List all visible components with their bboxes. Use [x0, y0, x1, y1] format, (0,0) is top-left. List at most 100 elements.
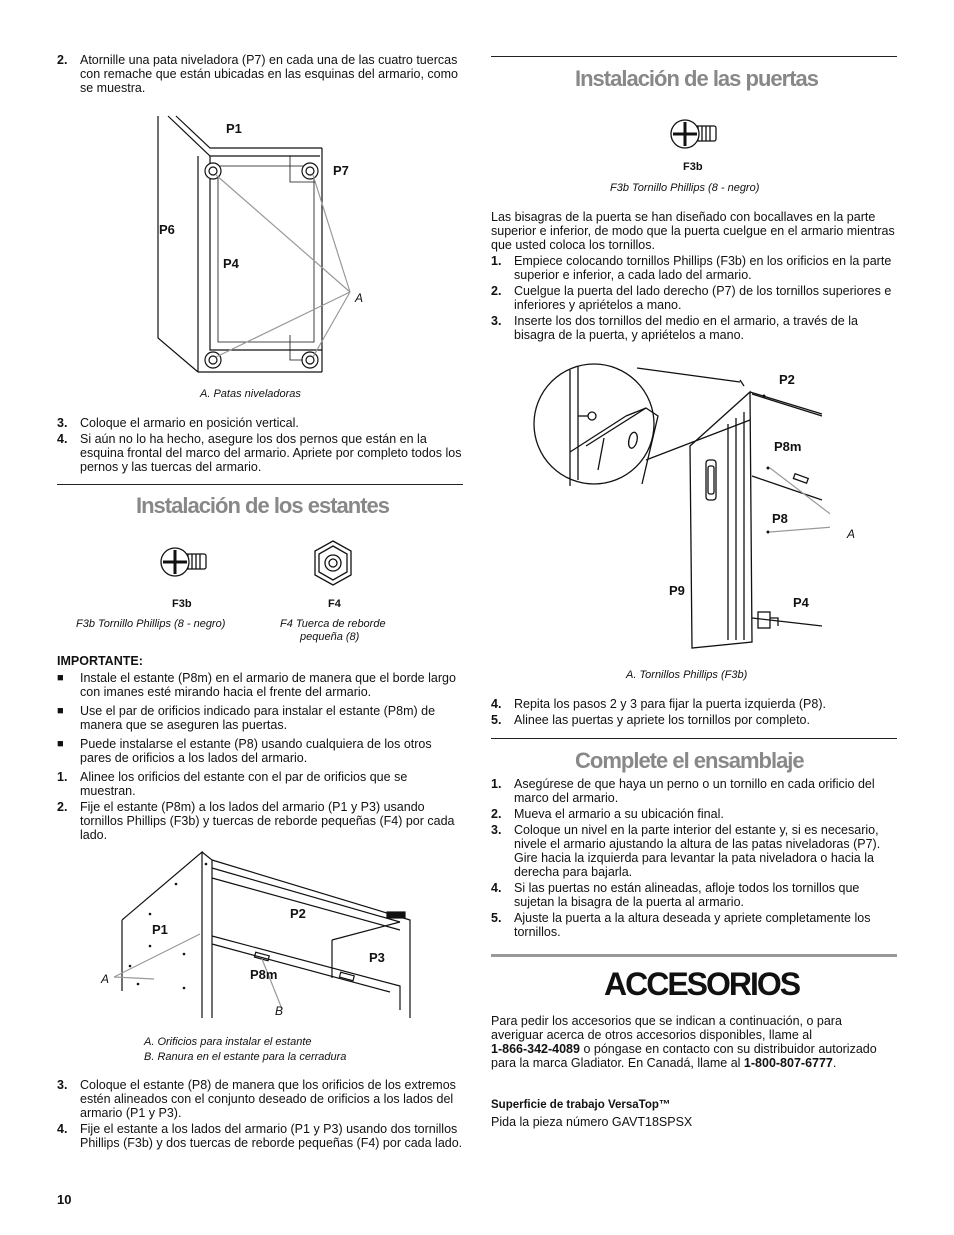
step-number: 2.	[57, 53, 68, 67]
divider-complete	[491, 738, 897, 739]
fig2-label-p2: P2	[290, 906, 306, 921]
screw-icon	[160, 547, 207, 577]
step-item: 2. Fije el estante (P8m) a los lados del …	[57, 800, 463, 842]
phone-canada: 1-800-807-6777	[743, 1056, 833, 1070]
step-text: Alinee los orificios del estante con el …	[80, 770, 408, 798]
accessories-text-end: .	[832, 1056, 837, 1070]
heading-shelves: Instalación de los estantes	[136, 493, 390, 518]
step-number: 3.	[57, 416, 68, 430]
door-part-label: F3b	[683, 161, 703, 173]
fig1-label-p4: P4	[223, 256, 239, 271]
fig2-label-p3: P3	[369, 950, 385, 965]
fig3-label-p4: P4	[793, 595, 809, 610]
bullet-text: Puede instalarse el estante (P8) usando …	[80, 737, 432, 765]
divider-doors	[491, 56, 897, 57]
accessories-text: Para pedir los accesorios que se indican…	[491, 1014, 897, 1070]
phone-us: 1-866-342-4089	[491, 1042, 580, 1056]
step-text: Cuelgue la puerta del lado derecho (P7) …	[514, 284, 892, 312]
bullet-square-icon: ■	[57, 738, 64, 750]
fig1-label-p6: P6	[159, 222, 175, 237]
important-block: IMPORTANTE: ■ Instale el estante (P8m) en…	[57, 654, 463, 844]
fig2-label-p8m: P8m	[250, 967, 278, 982]
doors-intro: Las bisagras de la puerta se han diseñad…	[491, 210, 895, 252]
step-text: Inserte los dos tornillos del medio en e…	[514, 314, 858, 342]
step-number: 4.	[57, 1122, 68, 1136]
part-f4-caption-2: pequeña (8)	[300, 631, 360, 643]
accessories-text-1: Para pedir los accesorios que se indican…	[491, 1014, 842, 1042]
heading-complete: Complete el ensamblaje	[575, 748, 805, 773]
fig3-label-p9: P9	[669, 583, 685, 598]
door-part-caption: F3b Tornillo Phillips (8 - negro)	[610, 182, 760, 194]
complete-steps: 1.Asegúrese de que haya un perno o un to…	[491, 777, 897, 941]
step-number: 3.	[491, 314, 502, 328]
page-number: 10	[57, 1192, 72, 1207]
left-intro-steps: 2. Atornille una pata niveladora (P7) en …	[57, 53, 463, 97]
bullet-item: ■ Use el par de orificios indicado para i…	[57, 704, 463, 732]
fig1-caption: A. Patas niveladoras	[200, 388, 301, 400]
step-text: Repita los pasos 2 y 3 para fijar la pue…	[514, 697, 826, 711]
part-f4-caption-1: F4 Tuerca de reborde	[280, 618, 386, 630]
step-number: 2.	[491, 807, 502, 821]
door-steps-2: 4. Repita los pasos 2 y 3 para fijar la p…	[491, 697, 897, 729]
step-number: 2.	[57, 800, 68, 814]
important-label: IMPORTANTE:	[57, 654, 143, 668]
bullet-text: Instale el estante (P8m) en el armario d…	[80, 671, 456, 699]
bullet-square-icon: ■	[57, 672, 64, 684]
step-text: Atornille una pata niveladora (P7) en ca…	[80, 53, 458, 95]
fig2-label-p1: P1	[152, 922, 168, 937]
screw-icon	[670, 119, 717, 149]
fig3-label-p8: P8	[772, 511, 788, 526]
step-text: Coloque el estante (P8) de manera que lo…	[80, 1078, 456, 1120]
step-number: 1.	[491, 254, 502, 268]
step-text: Asegúrese de que haya un perno o un torn…	[514, 777, 875, 805]
heading-doors: Instalación de las puertas	[575, 66, 819, 91]
step-item: 4. Repita los pasos 2 y 3 para fijar la p…	[491, 697, 897, 711]
fig1-label-a: A	[355, 291, 364, 305]
step-text: Coloque el armario en posición vertical.	[80, 416, 299, 430]
fig2-caption-a: A. Orificios para instalar el estante	[144, 1036, 312, 1048]
step-item: 4. Fije el estante a los lados del armari…	[57, 1122, 463, 1150]
step-text: Fije el estante a los lados del armario …	[80, 1122, 463, 1150]
fig2-label-b: B	[275, 1004, 284, 1018]
step-item: 1. Alinee los orificios del estante con e…	[57, 770, 463, 798]
step-item: 3. Inserte los dos tornillos del medio en…	[491, 314, 897, 342]
bullet-item: ■ Puede instalarse el estante (P8) usando…	[57, 737, 463, 765]
figure-leveling-legs	[157, 115, 351, 373]
step-item: 4. Si aún no lo ha hecho, asegure los dos…	[57, 432, 463, 474]
doors-text: Las bisagras de la puerta se han diseñad…	[491, 210, 897, 344]
step-text: Si las puertas no están alineadas, afloj…	[514, 881, 860, 909]
step-number: 4.	[491, 881, 502, 895]
step-item: 1.Asegúrese de que haya un perno o un to…	[491, 777, 897, 805]
step-text: Coloque un nivel en la parte interior de…	[514, 823, 881, 879]
shelf-steps-2: 3. Coloque el estante (P8) de manera que …	[57, 1078, 463, 1152]
step-number: 5.	[491, 911, 502, 925]
step-number: 3.	[491, 823, 502, 837]
figure-door-install	[533, 363, 830, 649]
fig3-label-p2: P2	[779, 372, 795, 387]
step-number: 2.	[491, 284, 502, 298]
flange-nut-icon	[314, 540, 352, 586]
step-text: Fije el estante (P8m) a los lados del ar…	[80, 800, 455, 842]
step-item: 2.Mueva el armario a su ubicación final.	[491, 807, 897, 821]
step-item: 3. Coloque un nivel en la parte interior …	[491, 823, 897, 879]
accessories-text-2: o póngase en contacto con su distribuido…	[491, 1042, 877, 1070]
step-number: 4.	[57, 432, 68, 446]
fig3-label-a: A	[847, 527, 856, 541]
fig2-caption-b: B. Ranura en el estante para la cerradur…	[144, 1051, 347, 1063]
step-number: 5.	[491, 713, 502, 727]
fig1-label-p1: P1	[226, 121, 242, 136]
step-item: 1.Empiece colocando tornillos Phillips (…	[491, 254, 897, 282]
part-f3b-caption: F3b Tornillo Phillips (8 - negro)	[76, 618, 226, 630]
part-f4-label: F4	[328, 598, 341, 610]
step-item: 5.Alinee las puertas y apriete los torni…	[491, 713, 897, 727]
step-number: 3.	[57, 1078, 68, 1092]
step-number: 4.	[491, 697, 502, 711]
divider-shelves	[57, 484, 463, 485]
figure-shelf-install	[113, 850, 411, 1018]
step-number: 1.	[57, 770, 68, 784]
step-item: 4. Si las puertas no están alineadas, afl…	[491, 881, 897, 909]
fig2-label-a: A	[101, 972, 110, 986]
bullet-text: Use el par de orificios indicado para in…	[80, 704, 436, 732]
bullet-square-icon: ■	[57, 705, 64, 717]
step-text: Si aún no lo ha hecho, asegure los dos p…	[80, 432, 462, 474]
